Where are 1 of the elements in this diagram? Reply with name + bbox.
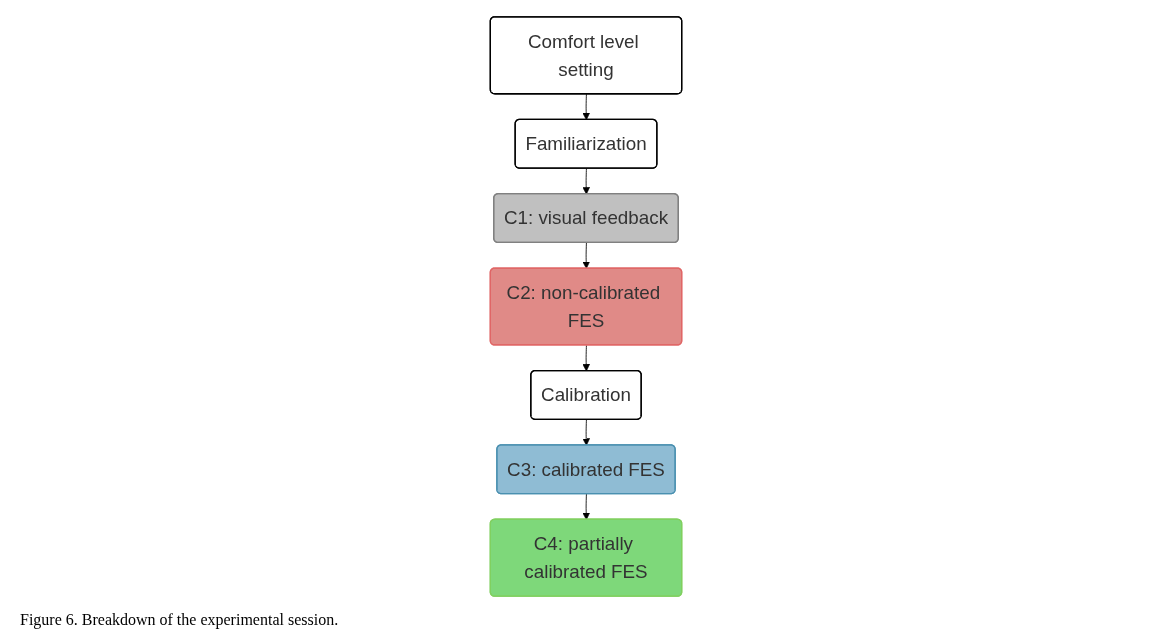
- figure-caption: Figure 6. Breakdown of the experimental session.: [20, 611, 339, 629]
